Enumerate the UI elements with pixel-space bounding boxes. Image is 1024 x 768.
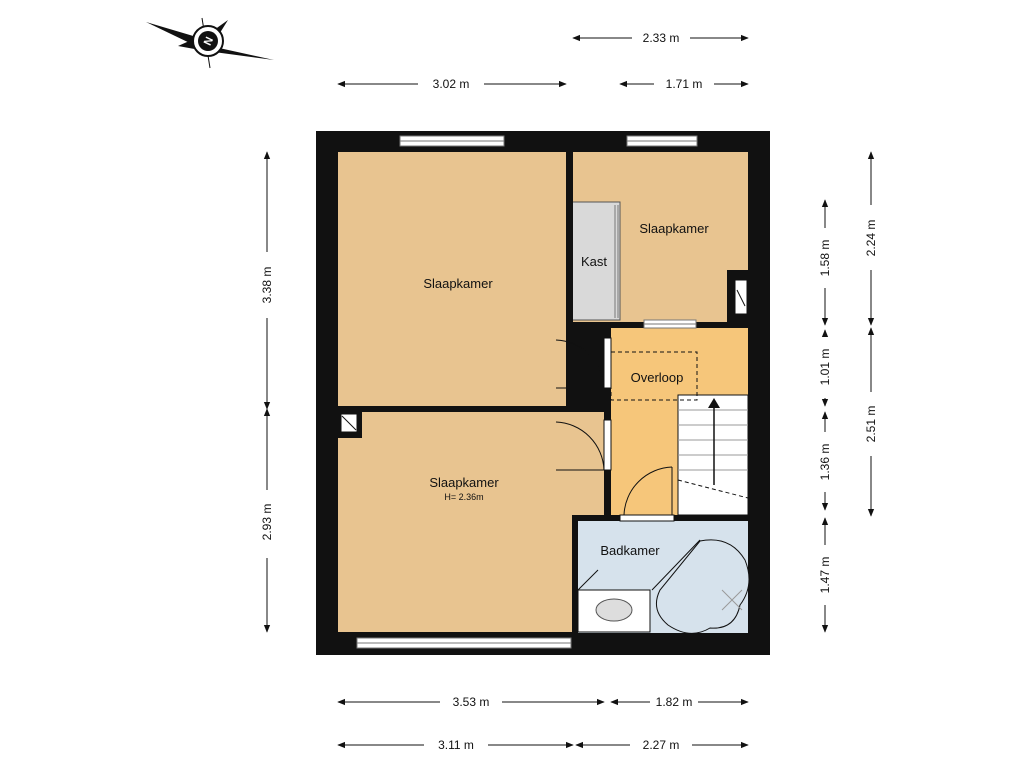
room-label-landing: Overloop [631,370,684,385]
compass-icon: N [146,17,274,69]
sink-icon [577,569,651,633]
dimension-label: 3.38 m [260,267,274,304]
dimension-label: 3.02 m [433,77,470,91]
dimension-line: 2.51 m [864,327,878,517]
dimension-label: 2.93 m [260,504,274,541]
window [626,135,698,147]
room-bedroom-large [338,152,566,406]
room-height-label: H= 2.36m [444,492,483,502]
dimension-label: 1.36 m [818,444,832,481]
dimension-label: 1.58 m [818,240,832,277]
wall [572,515,578,633]
dimension-label: 2.24 m [864,220,878,257]
dimension-line: 2.93 m [260,408,274,633]
window [356,637,572,649]
dimension-line: 1.01 m [818,329,832,407]
dimension-line: 1.58 m [818,199,832,326]
dimension-label: 1.01 m [818,349,832,386]
dimension-line: 3.11 m [337,738,574,752]
dimension-label: 2.51 m [864,406,878,443]
dimension-label: 1.82 m [656,695,693,709]
dimension-line: 1.71 m [619,77,749,91]
window [399,135,505,147]
room-bedroom-bottom [338,412,604,632]
room-closet [569,201,621,321]
dimension-line: 2.27 m [575,738,749,752]
dimension-line: 2.24 m [864,151,878,326]
dimension-line: 1.36 m [818,411,832,511]
dimension-line: 1.82 m [610,695,749,709]
door [555,419,612,471]
overhead-outline [610,351,698,401]
stair-arrow-icon [708,398,720,408]
dimension-line: 3.53 m [337,695,605,709]
shower-icon [651,539,750,634]
dimension-line: 3.02 m [337,77,567,91]
dimension-label: 2.33 m [643,31,680,45]
dimension-label: 3.11 m [438,738,474,752]
room-label-closet: Kast [581,254,607,269]
dimension-label: 2.27 m [643,738,680,752]
door [619,466,675,522]
dimension-label: 1.71 m [666,77,703,91]
dimension-label: 3.53 m [453,695,490,709]
dimension-line: 1.47 m [818,517,832,633]
dimension-line: 2.33 m [572,31,749,45]
room-label-bedroom-small: Slaapkamer [639,221,709,236]
room-label-bedroom-large: Slaapkamer [423,276,493,291]
door [555,337,612,389]
staircase [677,394,749,516]
dimension-label: 1.47 m [818,557,832,594]
dimension-line: 3.38 m [260,151,274,410]
wall [338,406,610,412]
wall [566,152,573,328]
room-label-bedroom-bottom: Slaapkamer [429,475,499,490]
room-label-bathroom: Badkamer [600,543,660,558]
